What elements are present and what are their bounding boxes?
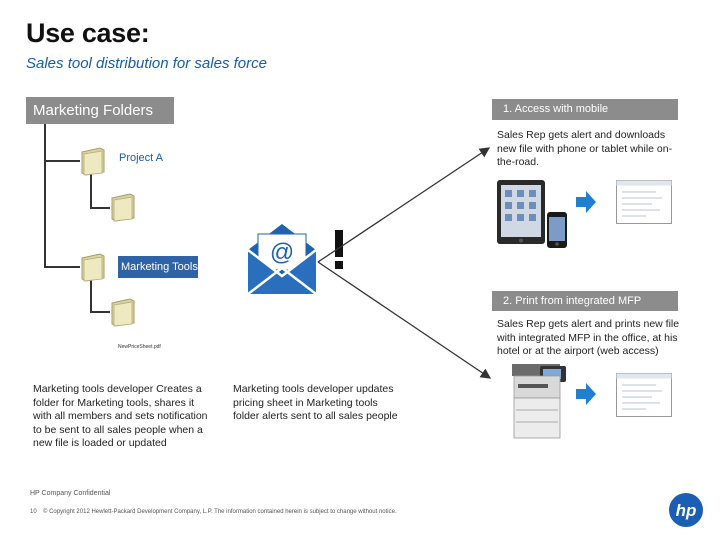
email-list-screenshot xyxy=(616,373,672,417)
email-icon: @ xyxy=(247,224,317,295)
footer-confidential: HP Company Confidential xyxy=(30,490,111,497)
alert-icon xyxy=(335,230,343,269)
tree-sub-branch xyxy=(90,311,110,313)
footer-copyright: © Copyright 2012 Hewlett-Packard Develop… xyxy=(43,509,397,515)
create-folder-description: Marketing tools developer Creates a fold… xyxy=(33,383,208,449)
arrow-right-icon xyxy=(576,383,596,405)
marketing-tools-label: Marketing Tools xyxy=(118,256,198,278)
print-mfp-header: 2. Print from integrated MFP xyxy=(492,291,678,311)
tablet-icon xyxy=(497,180,545,244)
arrow-right-icon xyxy=(576,191,596,213)
update-pricing-description: Marketing tools developer updates pricin… xyxy=(233,383,398,422)
marketing-folders-header: Marketing Folders xyxy=(26,97,174,124)
phone-icon xyxy=(547,212,567,248)
access-mobile-header: 1. Access with mobile xyxy=(492,99,678,120)
at-sign: @ xyxy=(270,239,294,266)
hp-logo: hp xyxy=(669,493,703,527)
tree-sub-line xyxy=(90,276,92,312)
folder-icon[interactable] xyxy=(110,192,136,222)
print-mfp-text: Sales Rep gets alert and prints new file… xyxy=(497,318,680,357)
project-a-label: Project A xyxy=(119,152,164,164)
tree-branch-line xyxy=(44,266,80,268)
tree-branch-line xyxy=(44,160,80,162)
arrow-to-mfp xyxy=(317,261,492,379)
tree-trunk-line xyxy=(44,124,46,267)
tree-sub-branch xyxy=(90,207,110,209)
tree-sub-line xyxy=(90,170,92,208)
file-icon[interactable] xyxy=(110,297,136,327)
access-mobile-text: Sales Rep gets alert and downloads new f… xyxy=(497,129,673,168)
folder-icon[interactable] xyxy=(80,146,106,176)
slide-subtitle: Sales tool distribution for sales force xyxy=(26,55,267,72)
svg-text:hp: hp xyxy=(676,501,697,520)
file-name-label: NewPriceSheet.pdf xyxy=(118,344,161,350)
email-list-screenshot xyxy=(616,180,672,224)
folder-icon[interactable] xyxy=(80,252,106,282)
mfp-printer-icon xyxy=(512,364,566,439)
slide-title: Use case: xyxy=(26,18,150,48)
page-number: 10 xyxy=(30,509,37,515)
